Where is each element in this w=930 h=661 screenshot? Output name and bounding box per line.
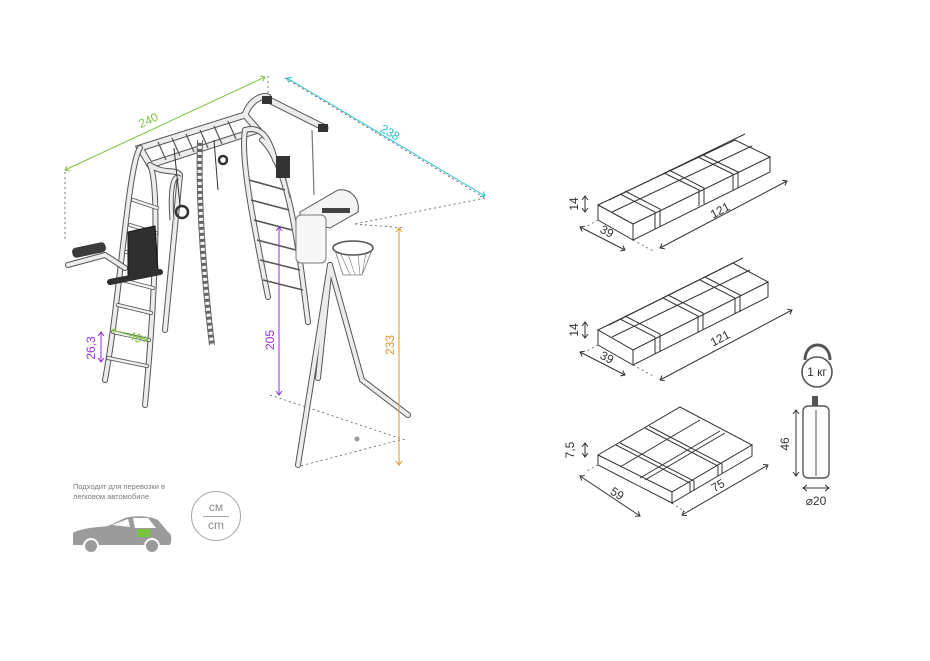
units-badge: см cm — [191, 491, 241, 541]
hoop-height-label: 233 — [383, 335, 397, 355]
car-transport-note: Подходит для перевозки в легковом автомо… — [73, 482, 165, 501]
bag-height: 46 — [778, 437, 792, 451]
dimension-hoop-233: 233 — [383, 228, 399, 465]
package-box-2: 14 39 121 — [567, 257, 792, 380]
dimension-width-240: 240 — [65, 77, 265, 170]
dimension-ladder-step: 26,3 — [84, 332, 101, 362]
package-box-3: 7,5 59 75 — [563, 406, 768, 516]
box1-height: 14 — [567, 197, 581, 211]
dip-station — [65, 225, 163, 285]
box1-length: 121 — [708, 199, 733, 221]
box3-length: 75 — [709, 476, 728, 495]
units-divider — [203, 516, 229, 517]
sports-complex-frame — [64, 76, 486, 468]
dimension-depth-238: 238 — [287, 78, 485, 196]
kettlebell-icon: 1 кг — [801, 343, 833, 388]
dimension-ladder-width: 49 — [112, 328, 148, 346]
ladder-step-label: 26,3 — [84, 336, 98, 360]
ladder-width-label: 49 — [127, 328, 145, 346]
box1-width: 39 — [598, 222, 617, 241]
depth-label: 238 — [378, 121, 403, 143]
punching-bag-icon: 46 ⌀20 — [778, 396, 829, 508]
units-ru: см — [208, 500, 224, 514]
units-en: cm — [208, 518, 224, 532]
package-box-1: 14 39 121 — [567, 133, 787, 253]
bag-diameter: ⌀20 — [806, 494, 827, 508]
car-icon — [73, 516, 172, 554]
kettlebell-label: 1 кг — [807, 365, 827, 379]
height-label: 205 — [263, 330, 277, 350]
box3-height: 7,5 — [563, 441, 577, 458]
dimension-height-205: 205 — [263, 227, 279, 395]
box2-length: 121 — [708, 327, 733, 349]
box2-width: 39 — [598, 348, 617, 367]
box2-height: 14 — [567, 323, 581, 337]
box3-width: 59 — [608, 484, 627, 503]
climbing-rope — [196, 139, 215, 346]
basketball-hoop — [295, 189, 374, 276]
